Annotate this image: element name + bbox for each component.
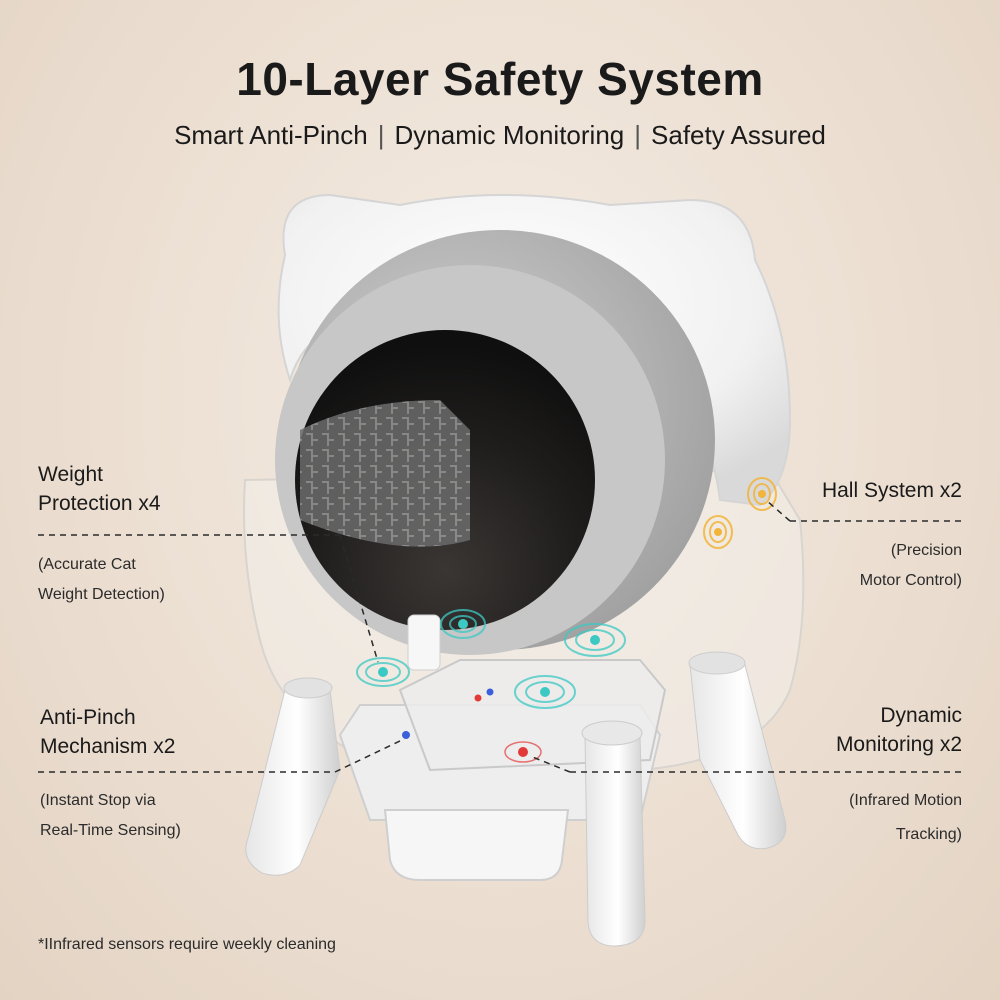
feature-desc: Weight Detection) — [38, 586, 165, 603]
feature-title: Weight — [38, 463, 103, 486]
feature-hall-system: Hall System x2 — [822, 476, 962, 505]
feature-title: Hall System x2 — [821, 479, 962, 502]
feature-weight-desc: (Accurate Cat Weight Detection) — [38, 550, 165, 610]
subtitle-separator: | — [634, 120, 642, 150]
footnote: *IInfrared sensors require weekly cleani… — [38, 936, 336, 953]
feature-title: Dynamic — [880, 704, 962, 727]
feature-weight-protection: Weight Protection x4 — [38, 460, 161, 518]
weight-sensor-glow — [356, 609, 626, 709]
feature-title: Anti-Pinch — [40, 706, 136, 729]
feature-dynamic-monitoring: Dynamic Monitoring x2 — [836, 701, 962, 759]
page-title: 10-Layer Safety System — [236, 53, 764, 105]
feature-desc: (Precision — [890, 542, 962, 559]
subtitle-item-anti-pinch: Smart Anti-Pinch — [174, 120, 368, 150]
feature-desc: (Instant Stop via — [40, 792, 156, 809]
feature-title: Mechanism x2 — [40, 735, 176, 758]
feature-desc: Tracking) — [895, 826, 962, 843]
feature-desc: (Accurate Cat — [38, 556, 136, 573]
feature-dynamic-desc: (Infrared Motion Tracking) — [849, 786, 962, 850]
page-subtitle: Smart Anti-Pinch | Dynamic Monitoring | Safe… — [0, 120, 1000, 151]
feature-anti-pinch-desc: (Instant Stop via Real-Time Sensing) — [40, 786, 181, 846]
subtitle-item-safety: Safety Assured — [651, 120, 826, 150]
feature-desc: Motor Control) — [859, 572, 962, 589]
feature-title: Protection x4 — [38, 492, 161, 515]
subtitle-separator: | — [377, 120, 385, 150]
subtitle-item-monitoring: Dynamic Monitoring — [394, 120, 625, 150]
feature-anti-pinch: Anti-Pinch Mechanism x2 — [40, 703, 175, 761]
feature-desc: Real-Time Sensing) — [40, 822, 181, 839]
feature-title: Monitoring x2 — [835, 733, 962, 756]
feature-hall-desc: (Precision Motor Control) — [860, 536, 962, 596]
feature-desc: (Infrared Motion — [849, 792, 962, 809]
